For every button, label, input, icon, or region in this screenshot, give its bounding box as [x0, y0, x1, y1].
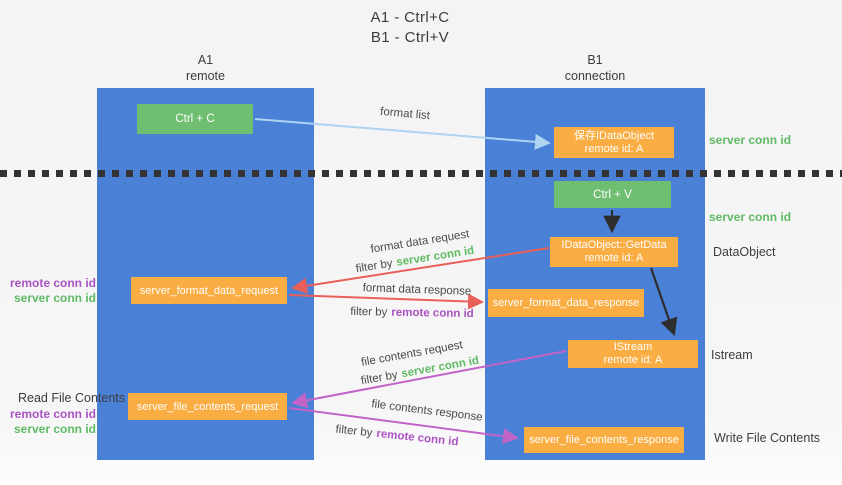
node-save-idataobject-line1: 保存IDataObject: [573, 129, 655, 142]
label-server-conn-id-left-2: server conn id: [13, 422, 96, 436]
label-remote-conn-id-inline-2: remote conn id: [375, 427, 460, 449]
node-server-format-data-request: server_format_data_request: [131, 277, 287, 304]
column-header-a1-title: A1: [197, 53, 214, 67]
diagram-title: A1 - Ctrl+C B1 - Ctrl+V: [320, 8, 500, 48]
node-istream: IStream remote id: A: [568, 340, 698, 368]
node-idataobject-getdata-line1: IDataObject::GetData: [561, 239, 667, 251]
node-ctrl-c: Ctrl + C: [137, 104, 253, 134]
node-istream-line2: remote id: A: [603, 354, 663, 366]
label-server-conn-id-right-2: server conn id: [709, 210, 792, 224]
label-server-conn-id-left-1: server conn id: [13, 291, 96, 305]
label-format-list: format list: [379, 105, 431, 123]
label-read-file-contents: Read File Contents: [18, 391, 126, 405]
label-filter-by-text: filter by: [354, 257, 394, 276]
label-remote-conn-id-inline-1: remote conn id: [391, 306, 474, 321]
node-server-format-data-request-label: server_format_data_request: [139, 284, 279, 297]
node-server-file-contents-request: server_file_contents_request: [128, 393, 287, 420]
node-idataobject-getdata: IDataObject::GetData remote id: A: [550, 237, 678, 267]
node-ctrl-v-label: Ctrl + V: [593, 188, 632, 201]
column-header-a1: A1 remote: [97, 52, 314, 84]
label-filter-by-text: filter by: [334, 423, 374, 440]
label-remote-conn-id-left-2: remote conn id: [9, 407, 96, 421]
node-server-format-data-response-label: server_format_data_response: [492, 297, 640, 309]
label-write-file-contents: Write File Contents: [714, 431, 821, 445]
label-istream: Istream: [711, 348, 753, 362]
label-filter-by-text: filter by: [360, 369, 399, 388]
label-remote-conn-id-left-1: remote conn id: [9, 276, 96, 290]
title-line-2: B1 - Ctrl+V: [370, 29, 450, 46]
node-idataobject-getdata-line2: remote id: A: [584, 252, 644, 264]
column-header-b1-subtitle: connection: [564, 69, 626, 83]
node-ctrl-v: Ctrl + V: [554, 181, 671, 208]
column-header-b1: B1 connection: [485, 52, 705, 84]
node-save-idataobject: 保存IDataObject remote id: A: [554, 127, 674, 158]
node-server-file-contents-response-label: server_file_contents_response: [529, 434, 679, 446]
label-dataobject: DataObject: [713, 245, 776, 259]
title-line-1: A1 - Ctrl+C: [370, 9, 450, 26]
dotted-divider: [0, 170, 842, 177]
label-format-data-response: format data response: [362, 282, 472, 298]
label-server-conn-id-right-1: server conn id: [709, 133, 792, 147]
node-save-idataobject-line2: remote id: A: [584, 142, 644, 155]
node-ctrl-c-label: Ctrl + C: [175, 113, 215, 125]
column-header-a1-subtitle: remote: [186, 69, 225, 83]
node-server-format-data-response: server_format_data_response: [488, 289, 644, 317]
label-file-contents-response: file contents response: [370, 398, 484, 424]
label-group-conn-ids-2: remote conn id server conn id: [0, 407, 96, 437]
label-group-conn-ids-1: remote conn id server conn id: [0, 276, 96, 306]
node-server-file-contents-response: server_file_contents_response: [524, 427, 684, 453]
label-filter-by-text: filter by: [350, 305, 388, 319]
node-istream-line1: IStream: [613, 341, 653, 353]
node-server-file-contents-request-label: server_file_contents_request: [136, 400, 279, 413]
column-header-b1-title: B1: [587, 53, 603, 67]
